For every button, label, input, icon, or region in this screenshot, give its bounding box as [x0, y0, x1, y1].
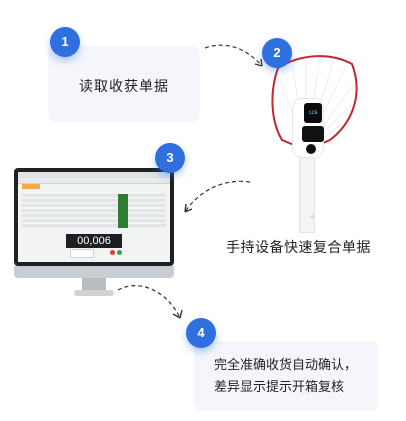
step-4-badge: 4 [186, 318, 216, 348]
device-screen: 128 [304, 103, 322, 123]
arrow-1-to-2 [204, 44, 263, 67]
screen-red-dot [110, 250, 115, 255]
step-2-label: 手持设备快速复合单据 [226, 240, 371, 256]
step-1-card: 读取收获单据 [48, 46, 200, 122]
arrow-2-to-3 [184, 180, 251, 213]
monitor-chin [14, 266, 174, 278]
screen-counter: 00,006 [66, 234, 122, 248]
device-keypad [302, 126, 324, 142]
arrow-3-to-4 [117, 285, 181, 319]
screen-status-column [118, 194, 128, 228]
monitor-screen: 00,006 [18, 172, 170, 262]
desktop-monitor: 00,006 [14, 168, 174, 266]
step-2-badge: 2 [262, 38, 292, 68]
screen-green-dot [117, 250, 122, 255]
step-1-label: 读取收获单据 [79, 79, 169, 95]
screen-active-tab [22, 184, 40, 189]
device-button [306, 144, 316, 154]
screen-button [70, 249, 94, 258]
arrow-1-to-2-head [254, 58, 263, 67]
arrow-3-to-4-head [172, 309, 183, 319]
monitor-stand [74, 290, 114, 296]
monitor-neck [82, 278, 106, 292]
step-4-label-line2: 差异显示提示开箱复核 [214, 380, 345, 395]
device-handle [299, 152, 315, 233]
step-1-badge: 1 [50, 27, 80, 57]
screen-titlebar [18, 172, 170, 178]
screen-table [22, 194, 166, 229]
screen-toolbar [18, 178, 170, 184]
step-4-label-line1: 完全准确收货自动确认， [214, 358, 358, 373]
arrow-2-to-3-head [184, 203, 193, 213]
step-3-badge: 3 [155, 143, 185, 173]
device-symbol: ÷ [309, 212, 316, 221]
step-4-card: 完全准确收货自动确认， 差异显示提示开箱复核 [194, 341, 378, 411]
step-4-label: 完全准确收货自动确认， 差异显示提示开箱复核 [214, 355, 357, 399]
